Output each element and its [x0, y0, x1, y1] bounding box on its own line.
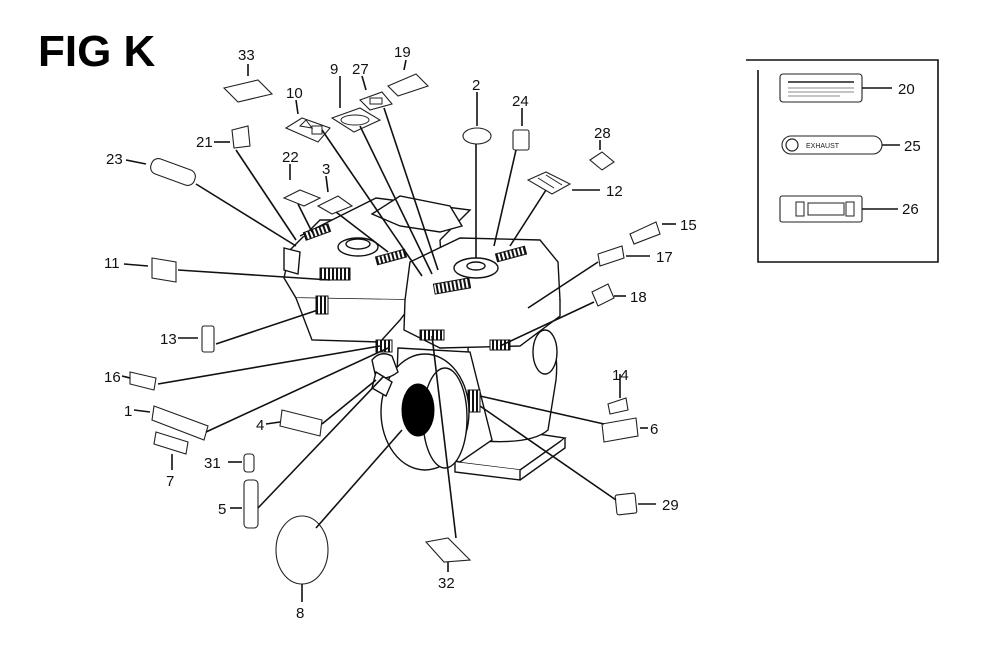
callout-24: 24: [512, 93, 529, 110]
decal-7: [153, 431, 189, 455]
decal-26: [779, 195, 898, 223]
callout-22: 22: [282, 149, 299, 166]
decal-5: [243, 479, 259, 529]
decal-31: [243, 453, 255, 473]
callout-1: 1: [124, 403, 132, 420]
callout-4: 4: [256, 417, 264, 434]
decal-23: [150, 158, 196, 186]
callout-numbers: 33 19 10 9 27 2 24 28 12 21 23 22 3 11 1…: [104, 44, 697, 622]
callout-17: 17: [656, 249, 673, 266]
decal-9: [330, 107, 382, 133]
callout-11: 11: [104, 255, 120, 272]
callout-12: 12: [606, 183, 623, 200]
recoil-handle-hub: [401, 383, 435, 437]
callout-3: 3: [322, 161, 330, 178]
decal-10: [284, 117, 331, 143]
callout-23: 23: [106, 151, 123, 168]
callout-2: 2: [472, 77, 480, 94]
callout-32: 32: [438, 575, 455, 592]
callout-9: 9: [330, 61, 338, 78]
decal-12: [526, 171, 572, 195]
callout-19: 19: [394, 44, 411, 61]
decal-parts: [129, 73, 661, 585]
callout-14: 14: [612, 367, 629, 384]
leader-lines: [121, 59, 676, 602]
callout-10: 10: [286, 85, 303, 102]
decal-33: [222, 79, 274, 103]
decal-18: [591, 283, 615, 307]
decal-6: [601, 417, 639, 443]
decal-4: [279, 409, 323, 437]
decal-32: [424, 537, 472, 563]
decal-27: [359, 91, 393, 111]
callout-33: 33: [238, 47, 255, 64]
decal-1: [151, 405, 209, 441]
callout-26: 26: [902, 201, 919, 218]
decal-3: [316, 195, 354, 215]
callout-25: 25: [904, 138, 921, 155]
callout-15: 15: [680, 217, 697, 234]
callout-27: 27: [352, 61, 369, 78]
decal-25: EXHAUST: [781, 135, 900, 155]
callout-8: 8: [296, 605, 304, 622]
tag25-text: EXHAUST: [806, 143, 840, 150]
decal-20: [779, 73, 892, 103]
callout-28: 28: [594, 125, 611, 142]
callout-18: 18: [630, 289, 647, 306]
inset-panel: 20 EXHAUST 25 26: [746, 59, 939, 263]
decal-22: [282, 189, 322, 207]
decal-15: [629, 221, 661, 245]
decal-2: [462, 127, 492, 145]
decal-13: [201, 325, 215, 353]
callout-31: 31: [204, 455, 221, 472]
decal-17: [597, 245, 625, 267]
engine-illustration: [283, 195, 567, 481]
callout-20: 20: [898, 81, 915, 98]
callout-21: 21: [196, 134, 213, 151]
decal-8: [275, 515, 329, 585]
decal-19: [387, 73, 430, 97]
callout-29: 29: [662, 497, 679, 514]
callout-13: 13: [160, 331, 177, 348]
decal-28: [589, 151, 615, 171]
callout-5: 5: [218, 501, 226, 518]
decal-24: [512, 129, 530, 151]
decal-16: [129, 371, 157, 391]
callout-6: 6: [650, 421, 658, 438]
figure-title: FIG K: [38, 27, 156, 76]
decal-11: [151, 257, 177, 283]
decal-21: [231, 125, 251, 149]
decal-29: [614, 492, 638, 516]
callout-16: 16: [104, 369, 121, 386]
decal-14: [607, 397, 629, 415]
callout-7: 7: [166, 473, 174, 490]
